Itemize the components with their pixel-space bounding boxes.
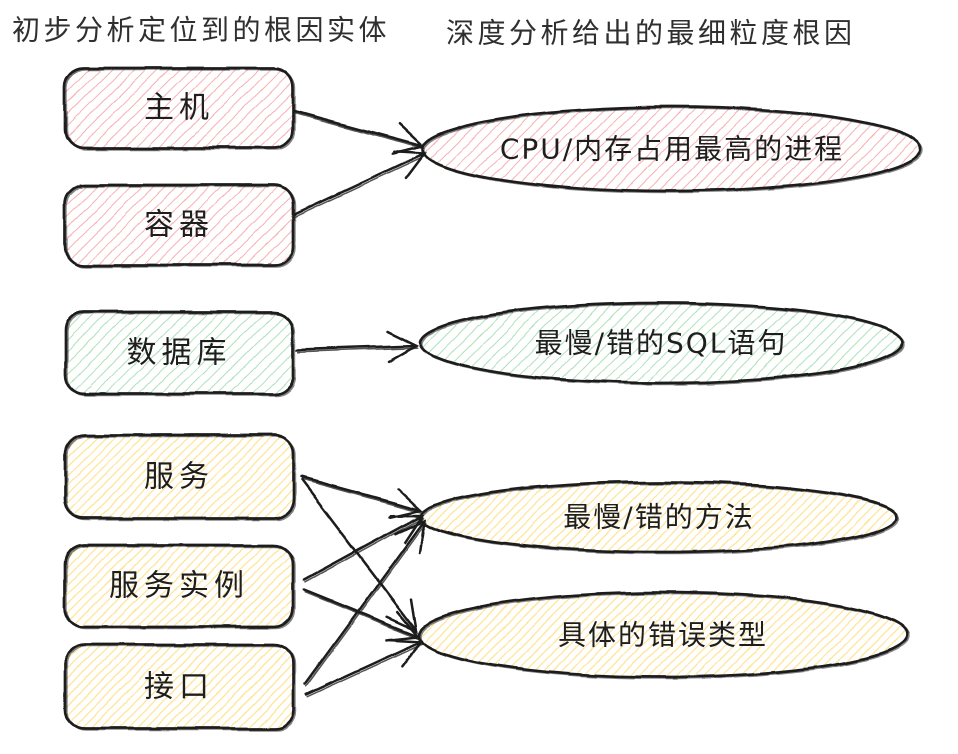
entity-label-database: 数据库	[127, 336, 232, 371]
entity-label-host: 主机	[144, 91, 214, 126]
cause-label-method: 最慢/错的方法	[563, 501, 754, 534]
arrow-interface-to-method	[303, 517, 428, 688]
cause-label-error-type: 具体的错误类型	[558, 619, 768, 652]
arrow-container-to-process	[292, 149, 428, 218]
entity-label-interface: 接口	[144, 670, 214, 705]
arrow-service-instance-to-error-type	[302, 588, 421, 641]
right-column-title: 深度分析给出的最细粒度根因	[446, 17, 856, 50]
arrow-database-to-sql	[295, 330, 419, 364]
arrow-service-to-error-type	[300, 478, 419, 634]
arrow-host-to-process	[292, 109, 426, 155]
cause-label-process: CPU/内存占用最高的进程	[500, 133, 844, 166]
arrow-service-to-method	[299, 475, 424, 519]
entity-label-container: 容器	[144, 208, 214, 243]
entity-label-service: 服务	[144, 460, 214, 495]
cause-label-sql: 最慢/错的SQL语句	[535, 327, 788, 360]
entity-label-service-instance: 服务实例	[109, 569, 249, 604]
left-column-title: 初步分析定位到的根因实体	[12, 14, 390, 47]
arrow-interface-to-error-type	[304, 637, 424, 698]
